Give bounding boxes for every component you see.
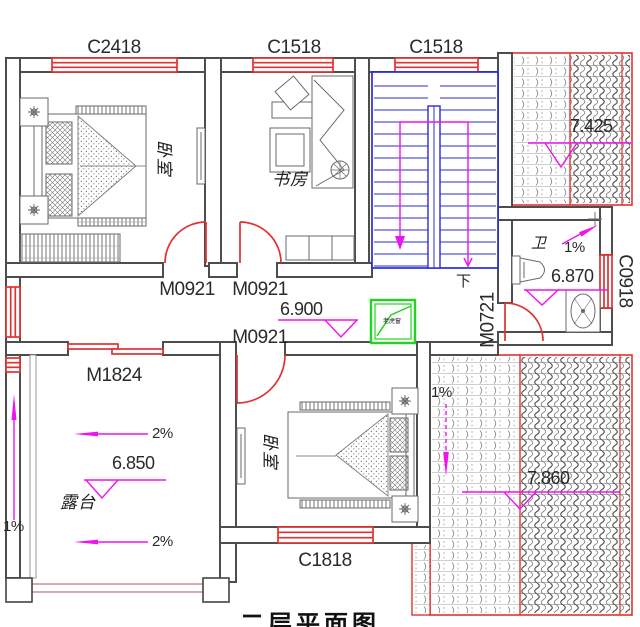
door-label-m0921-bedroom2: M0921 bbox=[232, 327, 288, 348]
nightstand bbox=[391, 387, 419, 415]
elevation-terrace: 6.850 bbox=[112, 453, 155, 473]
window-c1518-study bbox=[252, 57, 334, 73]
level-marker-roof-upper bbox=[528, 142, 631, 169]
dresser-bedroom2 bbox=[236, 427, 246, 485]
elevation-roof-upper: 7.425 bbox=[570, 116, 613, 136]
bed-bedroom1 bbox=[33, 105, 147, 227]
level-marker-terrace bbox=[84, 479, 166, 500]
annotations bbox=[11, 142, 631, 545]
slope-label-roof-lower: 1% bbox=[431, 384, 452, 401]
slope-arrow-roof-lower bbox=[443, 404, 449, 476]
room-label-bathroom: 卫 bbox=[530, 235, 548, 252]
window-c0918 bbox=[599, 254, 613, 309]
door-label-m0721: M0721 bbox=[477, 292, 499, 348]
cabinet-study bbox=[285, 235, 355, 261]
windows bbox=[5, 57, 613, 544]
window-label-c0918: C0918 bbox=[614, 254, 636, 308]
room-label-terrace: 露台 bbox=[60, 493, 96, 512]
elevation-roof-lower: 7.860 bbox=[527, 468, 570, 488]
stair-down-arrowhead bbox=[395, 236, 405, 250]
door-label-m0921-study: M0921 bbox=[232, 279, 288, 300]
window-terrace-left bbox=[5, 357, 21, 373]
slope-arrow-terrace-left bbox=[11, 394, 17, 520]
window-label-c2418: C2418 bbox=[87, 37, 141, 58]
slope-label-terrace-upper: 2% bbox=[152, 425, 173, 442]
toilet bbox=[511, 255, 545, 285]
bookshelf-study bbox=[311, 75, 354, 189]
slope-label-terrace-lower: 2% bbox=[152, 533, 173, 550]
door-swing-m0921-study bbox=[239, 221, 282, 264]
nightstand bbox=[391, 495, 419, 523]
vent-box bbox=[369, 298, 417, 345]
elevation-hallway: 6.900 bbox=[280, 299, 323, 319]
room-label-study: 书房 bbox=[272, 170, 308, 189]
slope-arrow-bathroom bbox=[561, 225, 598, 245]
door-swing-m0921-bedroom1 bbox=[164, 221, 207, 264]
level-marker-roof-lower bbox=[462, 491, 620, 511]
stair-down-label: 下 bbox=[456, 273, 471, 290]
elevation-bathroom: 6.870 bbox=[551, 266, 594, 286]
door-label-m1824: M1824 bbox=[86, 365, 142, 386]
wardrobe-bedroom1 bbox=[19, 233, 121, 263]
window-c1518-stair bbox=[394, 57, 479, 73]
room-label-bedroom1: 卧室 bbox=[154, 140, 174, 176]
window-label-c1518-study: C1518 bbox=[267, 37, 321, 58]
door-sliding-m1824 bbox=[67, 343, 164, 355]
chair-study bbox=[274, 75, 310, 111]
terrace-railing bbox=[5, 577, 230, 603]
door-swing-m0921-bedroom2 bbox=[236, 354, 286, 404]
slope-label-terrace-left: 1% bbox=[3, 518, 24, 535]
window-label-c1818: C1818 bbox=[298, 550, 352, 571]
furniture bbox=[19, 75, 602, 523]
sink bbox=[565, 289, 601, 333]
nightstand bbox=[19, 195, 49, 225]
roof-area-upper bbox=[511, 52, 633, 206]
doors bbox=[67, 221, 544, 404]
slope-arrow-terrace-lower bbox=[74, 539, 148, 545]
drawing-title: 二层平面图 bbox=[240, 611, 380, 627]
slope-arrow-terrace-upper bbox=[74, 431, 148, 437]
window-hall-left bbox=[5, 286, 21, 338]
door-swing-m0721-bath bbox=[504, 302, 544, 342]
tv-cabinet-bedroom1 bbox=[196, 127, 206, 185]
stair-direction-line bbox=[399, 121, 473, 268]
bed-bedroom2 bbox=[287, 401, 415, 509]
vent-label: 老虎窗 bbox=[383, 319, 402, 325]
roof-area-lower bbox=[411, 354, 633, 616]
window-label-c1518-stair: C1518 bbox=[409, 37, 463, 58]
slope-label-bathroom: 1% bbox=[564, 239, 585, 256]
table-study bbox=[269, 127, 311, 173]
nightstand bbox=[19, 97, 49, 127]
staircase bbox=[371, 71, 499, 269]
window-c1818 bbox=[277, 526, 374, 544]
door-label-m0921-bedroom1: M0921 bbox=[159, 279, 215, 300]
faucet-symbol bbox=[588, 212, 602, 226]
room-label-bedroom2: 卧室 bbox=[260, 433, 280, 469]
window-c2418 bbox=[51, 57, 178, 73]
level-marker-bathroom bbox=[524, 289, 608, 306]
level-marker-hallway bbox=[278, 319, 358, 339]
